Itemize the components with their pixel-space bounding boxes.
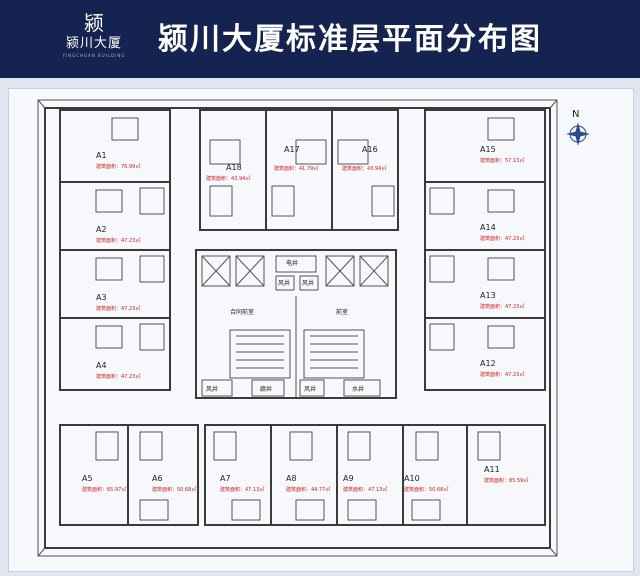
- unit-a9-id: A9: [343, 474, 354, 483]
- unit-a3-area: 建筑面积：47.23㎡: [96, 305, 140, 312]
- unit-a16-id: A16: [362, 145, 378, 154]
- logo-english-name: YINGCHUAN BUILDING: [62, 53, 126, 58]
- unit-a8-area: 建筑面积：44.77㎡: [286, 486, 330, 493]
- unit-a13-id: A13: [480, 291, 496, 300]
- unit-a15-id: A15: [480, 145, 496, 154]
- bottom-units: [59, 424, 546, 526]
- outer-walls: [37, 99, 558, 557]
- unit-a7-id: A7: [220, 474, 231, 483]
- top-units: [199, 109, 399, 231]
- unit-a12-area: 建筑面积：47.23㎡: [480, 371, 524, 378]
- logo-name: 颍川大厦: [65, 36, 122, 51]
- unit-a12-id: A12: [480, 359, 496, 368]
- unit-a2-area: 建筑面积：47.23㎡: [96, 237, 140, 244]
- core-elevator-label: 电井: [286, 259, 298, 267]
- unit-a10-id: A10: [404, 474, 420, 483]
- unit-a4-id: A4: [96, 361, 107, 370]
- unit-a9-area: 建筑面积：47.13㎡: [343, 486, 387, 493]
- core-contract-room: 合同前室: [230, 308, 254, 316]
- unit-a18-area: 建筑面积：43.94㎡: [206, 175, 250, 182]
- unit-a17-id: A17: [284, 145, 300, 154]
- unit-a3-id: A3: [96, 293, 107, 302]
- page-title: 颍川大厦标准层平面分布图: [158, 22, 542, 57]
- unit-a10-area: 建筑面积：50.68㎡: [404, 486, 448, 493]
- unit-a7-area: 建筑面积：47.13㎡: [220, 486, 264, 493]
- unit-a11-area: 建筑面积：85.59㎡: [484, 477, 528, 484]
- unit-a4-area: 建筑面积：47.23㎡: [96, 373, 140, 380]
- header-banner: 颍 颍川大厦 YINGCHUAN BUILDING 颍川大厦标准层平面分布图: [0, 0, 640, 78]
- core: [195, 249, 397, 399]
- compass-rose-icon: [566, 122, 590, 146]
- unit-a5-id: A5: [82, 474, 93, 483]
- compass-north-label: N: [572, 109, 579, 120]
- unit-a13-area: 建筑面积：47.23㎡: [480, 303, 524, 310]
- core-air-shaft-1: 风井: [278, 279, 290, 287]
- unit-a14-id: A14: [480, 223, 496, 232]
- core-front-room: 前室: [336, 308, 348, 316]
- unit-a16-area: 建筑面积：43.94㎡: [342, 165, 386, 172]
- right-units: [424, 109, 546, 391]
- unit-a1-id: A1: [96, 151, 107, 160]
- unit-a18-id: A18: [226, 163, 242, 172]
- unit-a2-id: A2: [96, 225, 107, 234]
- logo-mark: 颍: [84, 11, 104, 35]
- unit-a14-area: 建筑面积：47.23㎡: [480, 235, 524, 242]
- brand-logo: 颍 颍川大厦 YINGCHUAN BUILDING: [52, 10, 136, 70]
- unit-a5-area: 建筑面积：65.97㎡: [82, 486, 126, 493]
- core-water-shaft: 水井: [352, 385, 364, 393]
- unit-a11-id: A11: [484, 465, 500, 474]
- unit-a6-area: 建筑面积：50.68㎡: [152, 486, 196, 493]
- unit-a8-id: A8: [286, 474, 297, 483]
- unit-a6-id: A6: [152, 474, 163, 483]
- unit-a1-area: 建筑面积：76.99㎡: [96, 163, 140, 170]
- core-corridor-shaft: 廊井: [260, 385, 272, 393]
- left-units: [59, 109, 171, 391]
- unit-a15-area: 建筑面积：57.13㎡: [480, 157, 524, 164]
- core-air-shaft-3: 风井: [206, 385, 218, 393]
- unit-a17-area: 建筑面积：41.79㎡: [274, 165, 318, 172]
- core-air-shaft-2: 风井: [302, 279, 314, 287]
- core-air-shaft-4: 风井: [304, 385, 316, 393]
